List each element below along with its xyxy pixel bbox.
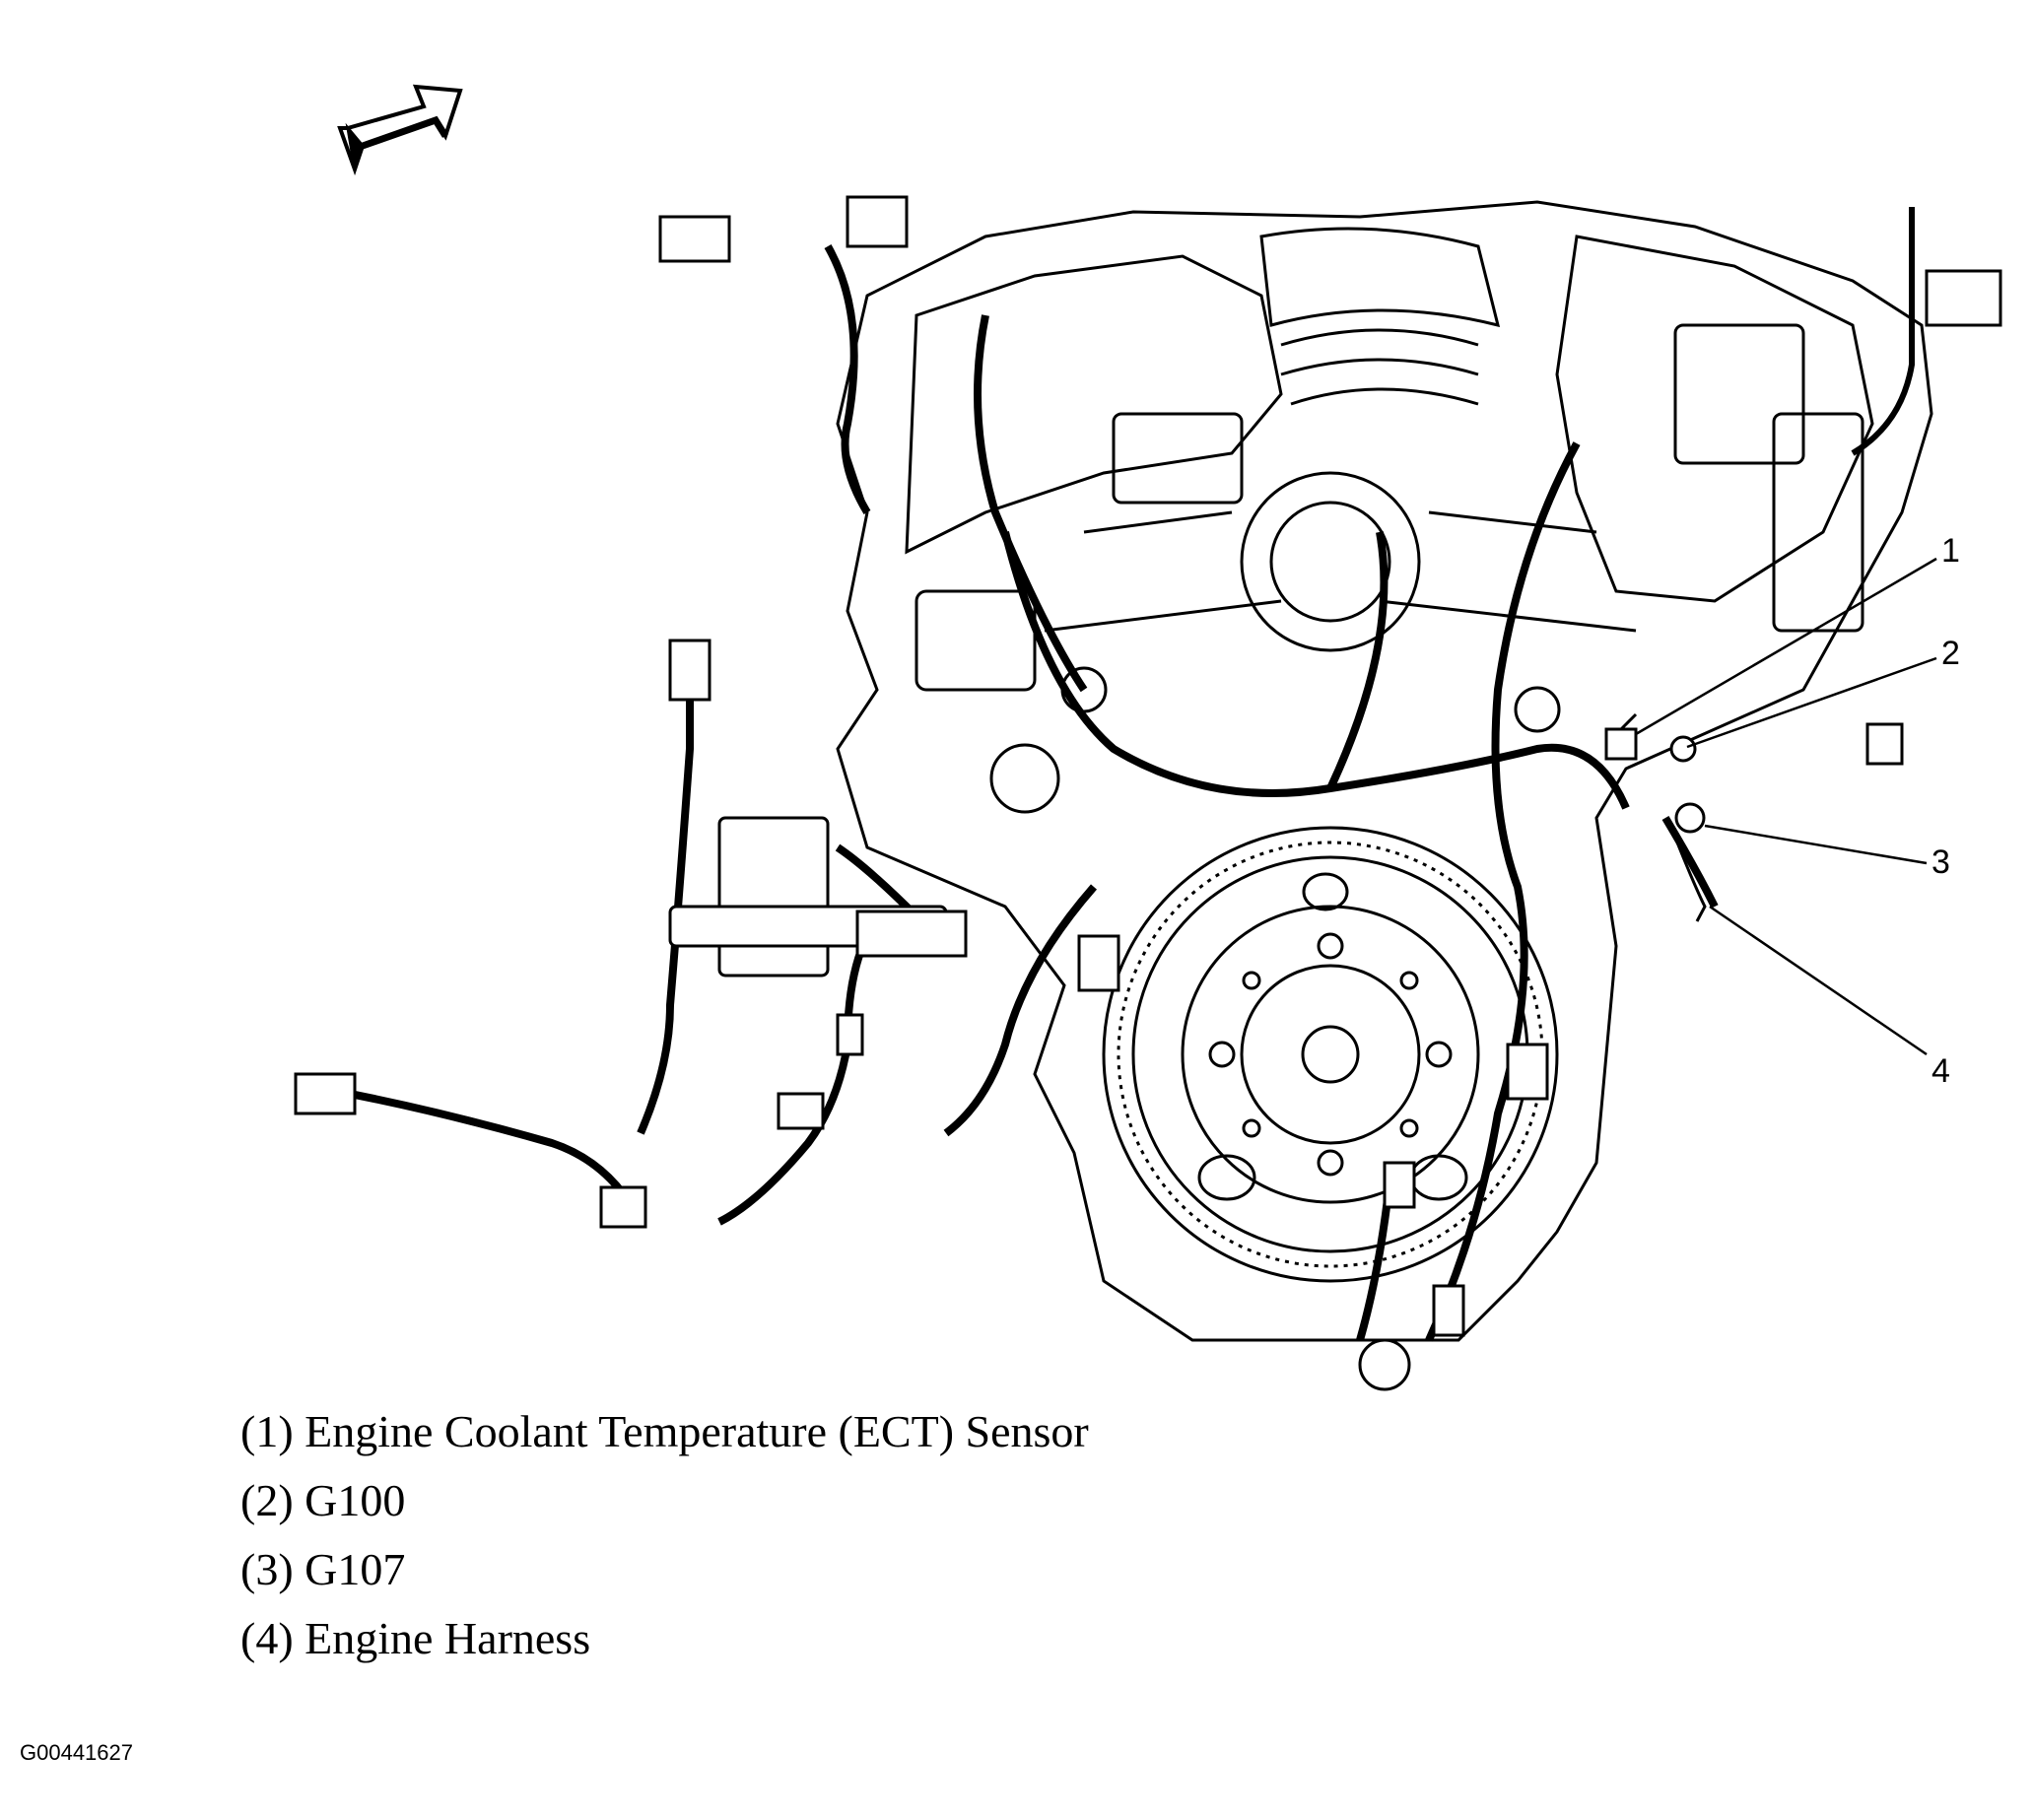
harness-connectors [294,195,2002,1391]
legend-item-g100: (2) G100 [240,1475,406,1525]
leader-lines [1635,557,1937,1056]
engine-block [836,200,1933,1342]
callout-3: 3 [1931,843,1950,881]
legend-item-engine-harness: (4) Engine Harness [240,1613,591,1663]
callout-1: 1 [1941,532,1960,570]
legend-item-g107: (3) G107 [240,1544,406,1594]
figure-id: G00441627 [20,1740,133,1765]
legend-item-ect-sensor: (1) Engine Coolant Temperature (ECT) Sen… [240,1406,1089,1456]
callout-2: 2 [1941,635,1960,672]
callout-4: 4 [1931,1052,1950,1090]
engine-harness [295,244,1719,1342]
legend: (1) Engine Coolant Temperature (ECT) Sen… [240,1397,1089,1673]
ect-sensor [1604,712,1638,761]
ground-g107 [1673,802,1707,922]
ground-g100 [1669,735,1697,763]
direction-arrow-icon [337,84,463,176]
